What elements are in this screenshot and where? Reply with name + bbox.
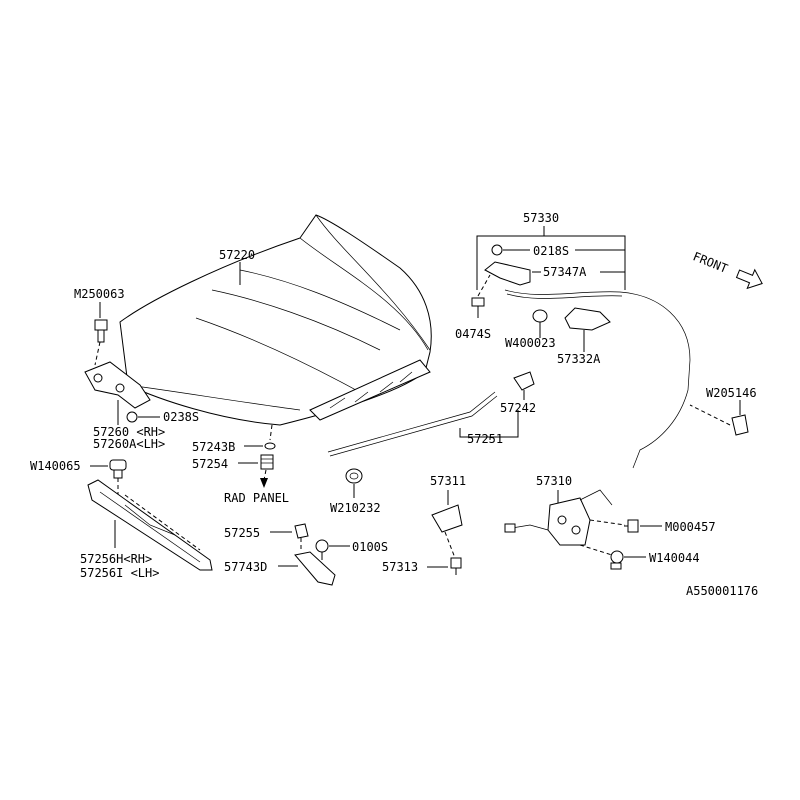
prop-rod-57251 bbox=[327, 391, 496, 453]
label-57256I: 57256I <LH> bbox=[80, 566, 159, 580]
bolt-M250063 bbox=[94, 319, 108, 343]
clip-W205146 bbox=[731, 414, 749, 436]
handle-57332A bbox=[564, 307, 611, 331]
label-57243B: 57243B bbox=[192, 440, 235, 454]
clip-57255 bbox=[294, 523, 309, 539]
front-arrow-icon bbox=[735, 268, 763, 290]
arrow-rad-panel bbox=[260, 478, 268, 488]
nut-0238S bbox=[126, 411, 138, 423]
label-57260A: 57260A<LH> bbox=[93, 437, 165, 451]
clip-W140065 bbox=[109, 459, 127, 479]
label-57254: 57254 bbox=[192, 457, 228, 471]
hinge-57260 bbox=[84, 361, 151, 409]
cushion-57243B bbox=[264, 442, 276, 450]
label-57256H: 57256H<RH> bbox=[80, 552, 152, 566]
label-W210232: W210232 bbox=[330, 501, 381, 515]
label-0218S: 0218S bbox=[533, 244, 569, 258]
label-W140044: W140044 bbox=[649, 551, 700, 565]
label-M000457: M000457 bbox=[665, 520, 716, 534]
label-0238S: 0238S bbox=[163, 410, 199, 424]
cable-57332A bbox=[504, 289, 691, 469]
label-57255: 57255 bbox=[224, 526, 260, 540]
front-indicator: FRONT bbox=[691, 249, 763, 290]
screw-0474S bbox=[471, 297, 485, 318]
label-57251: 57251 bbox=[467, 432, 503, 446]
latch-57310 bbox=[504, 489, 613, 546]
striker-57311 bbox=[431, 504, 463, 533]
label-57220: 57220 bbox=[219, 248, 255, 262]
label-57330: 57330 bbox=[523, 211, 559, 225]
bolt-57313 bbox=[450, 557, 462, 575]
label-W140065: W140065 bbox=[30, 459, 81, 473]
bolt-M000457 bbox=[624, 519, 639, 533]
label-57310: 57310 bbox=[536, 474, 572, 488]
label-rad-panel: RAD PANEL bbox=[224, 491, 289, 505]
label-57332A: 57332A bbox=[557, 352, 601, 366]
label-57242: 57242 bbox=[500, 401, 536, 415]
label-57313: 57313 bbox=[382, 560, 418, 574]
clip-W140044 bbox=[610, 550, 624, 570]
label-front: FRONT bbox=[691, 249, 730, 276]
label-57347A: 57347A bbox=[543, 265, 587, 279]
label-57260: 57260 <RH> bbox=[93, 425, 165, 439]
label-57311: 57311 bbox=[430, 474, 466, 488]
label-W400023: W400023 bbox=[505, 336, 556, 350]
seal-57256H bbox=[87, 479, 213, 571]
bracket-57330 bbox=[476, 235, 626, 290]
hood-panel bbox=[119, 214, 432, 426]
bracket-57743D bbox=[294, 551, 336, 586]
diagram-id: A550001176 bbox=[686, 584, 758, 598]
stay-57254 bbox=[260, 454, 274, 470]
grommet-W400023 bbox=[532, 309, 548, 323]
nut-0218S bbox=[491, 244, 503, 256]
screw-0100S bbox=[315, 539, 329, 560]
label-57743D: 57743D bbox=[224, 560, 267, 574]
label-0100S: 0100S bbox=[352, 540, 388, 554]
grommet-W210232 bbox=[345, 468, 363, 484]
clip-57242 bbox=[513, 371, 535, 391]
bracket-57347A bbox=[484, 261, 531, 286]
label-W205146: W205146 bbox=[706, 386, 757, 400]
label-0474S: 0474S bbox=[455, 327, 491, 341]
label-M250063: M250063 bbox=[74, 287, 125, 301]
